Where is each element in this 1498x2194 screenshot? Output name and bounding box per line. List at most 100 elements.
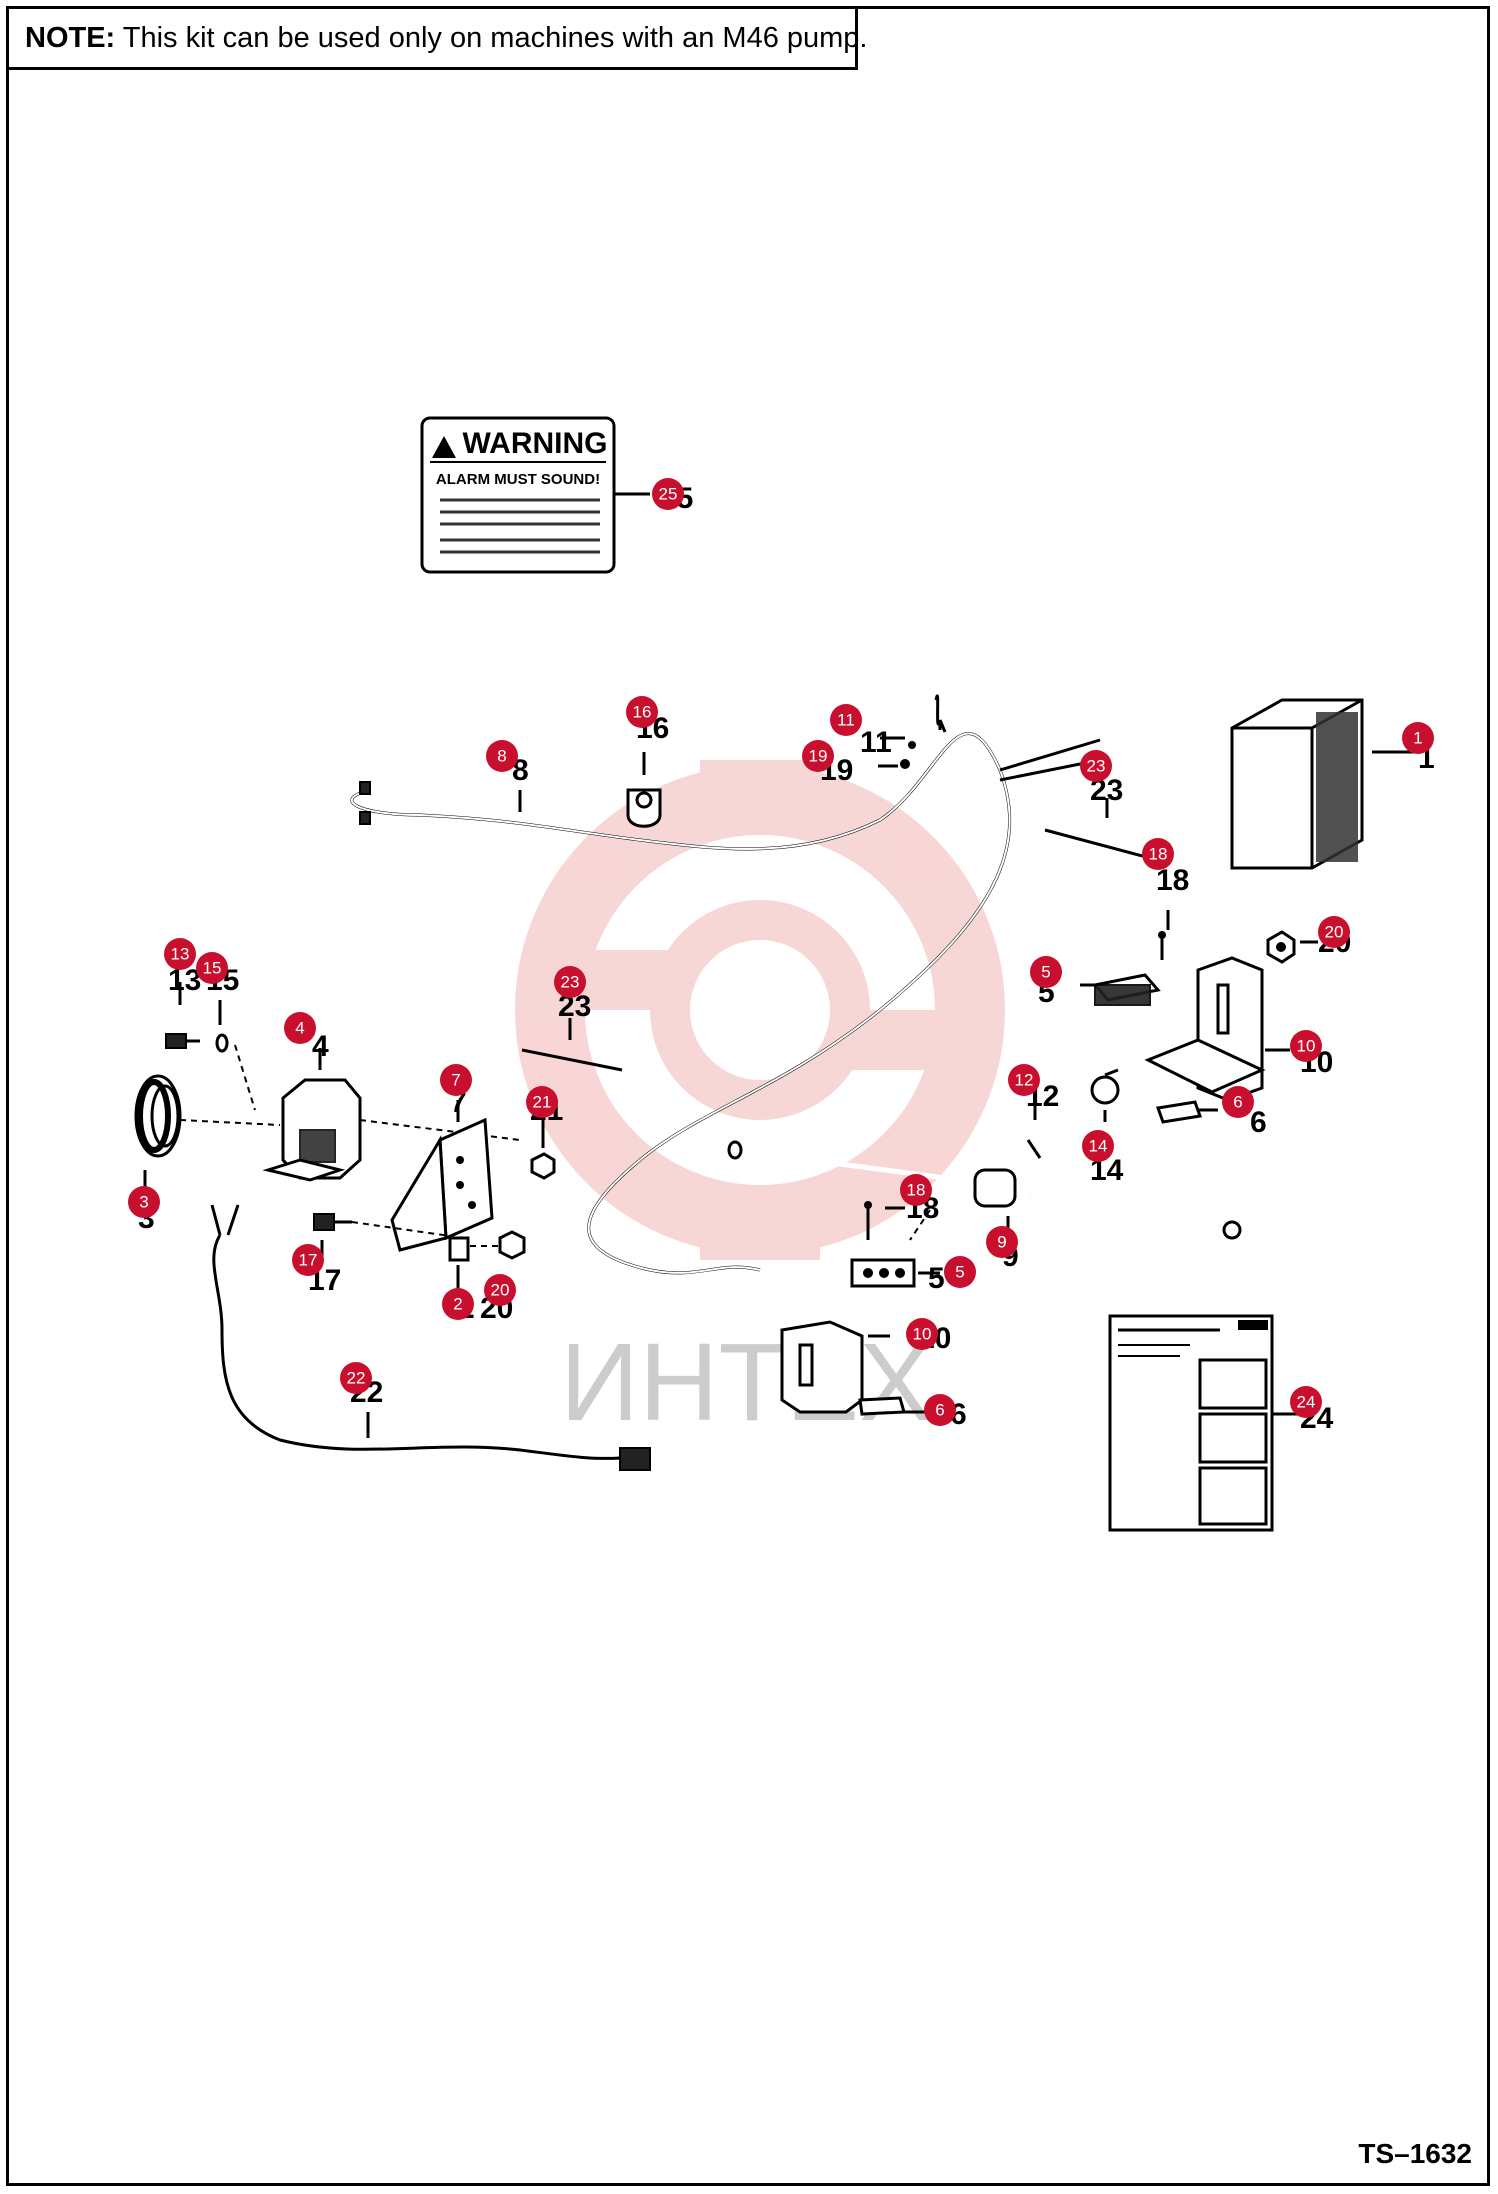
warning-decal: WARNING ALARM MUST SOUND! [420, 416, 650, 574]
svg-text:25: 25 [659, 485, 678, 504]
svg-text:15: 15 [203, 959, 222, 978]
svg-text:4: 4 [295, 1019, 304, 1038]
callout-15[interactable]: 15 [196, 952, 228, 984]
note-banner: NOTE: This kit can be used only on machi… [6, 6, 867, 70]
callout-5a[interactable]: 5 [1030, 956, 1062, 988]
note-label: NOTE: [25, 22, 116, 54]
svg-text:8: 8 [497, 747, 506, 766]
callout-8[interactable]: 8 [486, 740, 518, 772]
part-21-nut [530, 1118, 556, 1180]
decal-alarm-line: ALARM MUST SOUND! [436, 471, 600, 488]
svg-text:14: 14 [1089, 1137, 1108, 1156]
part-2-washer [448, 1236, 470, 1290]
svg-text:21: 21 [533, 1093, 552, 1112]
part-14-pin [1090, 1068, 1120, 1122]
svg-text:24: 24 [1297, 1393, 1316, 1412]
callout-6b[interactable]: 6 [924, 1394, 956, 1426]
callout-13[interactable]: 13 [164, 938, 196, 970]
svg-text:10: 10 [1297, 1037, 1316, 1056]
svg-text:4: 4 [312, 1030, 329, 1063]
svg-text:5: 5 [1041, 963, 1050, 982]
svg-text:18: 18 [907, 1181, 926, 1200]
callout-23b[interactable]: 23 [554, 966, 586, 998]
part-24-instructions [1108, 1314, 1300, 1532]
callout-12[interactable]: 12 [1008, 1064, 1040, 1096]
svg-text:20: 20 [491, 1281, 510, 1300]
svg-text:19: 19 [809, 747, 828, 766]
svg-text:3: 3 [139, 1193, 148, 1212]
part-22-alarm-harness [210, 1204, 651, 1471]
svg-text:20: 20 [1325, 923, 1344, 942]
part-10-bracket-a [1144, 956, 1290, 1102]
svg-text:16: 16 [633, 703, 652, 722]
callout-21[interactable]: 21 [526, 1086, 558, 1118]
part-5-switch-a [1080, 973, 1161, 1006]
callout-2[interactable]: 2 [442, 1288, 474, 1320]
svg-text:18: 18 [1149, 845, 1168, 864]
svg-text:9: 9 [997, 1233, 1006, 1252]
part-10-bracket-b [780, 1320, 890, 1414]
svg-text:5: 5 [955, 1263, 964, 1282]
part-6-shim-b [858, 1396, 925, 1416]
part-9-rod-assembly [727, 1140, 1242, 1241]
callout-7[interactable]: 7 [440, 1064, 472, 1096]
callout-19[interactable]: 19 [802, 740, 834, 772]
printed-part-numbers: 1 2 3 4 5 5 6 6 7 8 9 10 10 11 12 13 14 … [138, 482, 1435, 1435]
watermark-gear [515, 760, 1005, 1260]
part-23-tie-strap-a [1044, 798, 1151, 860]
decal-heading: WARNING [463, 427, 608, 460]
svg-text:13: 13 [168, 964, 201, 997]
svg-text:10: 10 [913, 1325, 932, 1344]
part-6-shim-a [1155, 1100, 1218, 1124]
svg-text:6: 6 [935, 1401, 944, 1420]
part-17-bolt [313, 1213, 451, 1262]
svg-text:22: 22 [347, 1369, 366, 1388]
callout-18b[interactable]: 18 [900, 1174, 932, 1206]
callout-18a[interactable]: 18 [1142, 838, 1174, 870]
svg-text:23: 23 [561, 973, 580, 992]
callout-24[interactable]: 24 [1290, 1386, 1322, 1418]
callout-20a[interactable]: 20 [1318, 916, 1350, 948]
callout-14[interactable]: 14 [1082, 1130, 1114, 1162]
part-4-alarm [234, 1044, 521, 1182]
callout-16[interactable]: 16 [626, 696, 658, 728]
callout-4[interactable]: 4 [284, 1012, 316, 1044]
callout-20b[interactable]: 20 [484, 1274, 516, 1306]
callout-22[interactable]: 22 [340, 1362, 372, 1394]
callout-6a[interactable]: 6 [1222, 1086, 1254, 1118]
callout-10a[interactable]: 10 [1290, 1030, 1322, 1062]
part-20-nut-a [1266, 930, 1318, 964]
callout-1[interactable]: 1 [1402, 722, 1434, 754]
note-text: This kit can be used only on machines wi… [115, 22, 868, 54]
svg-text:11: 11 [837, 711, 855, 730]
svg-text:1: 1 [1413, 729, 1422, 748]
callout-5b[interactable]: 5 [944, 1256, 976, 1288]
part-20-nut-b [470, 1230, 526, 1260]
svg-text:2: 2 [453, 1295, 462, 1314]
svg-text:12: 12 [1015, 1071, 1034, 1090]
svg-text:6: 6 [1233, 1093, 1242, 1112]
part-18-screw-b [864, 1201, 905, 1240]
part-1-box [1230, 698, 1420, 870]
svg-text:7: 7 [451, 1071, 460, 1090]
callout-17[interactable]: 17 [292, 1244, 324, 1276]
part-18-screw-a [1158, 910, 1170, 960]
callout-11[interactable]: 11 [830, 704, 862, 736]
callout-3[interactable]: 3 [128, 1186, 160, 1218]
part-7-plate [390, 1100, 494, 1252]
part-3-grommet [134, 1074, 281, 1200]
watermark-text: ИНТЕХ [560, 1321, 932, 1444]
part-11-19-hardware [878, 719, 947, 769]
document-id: TS–1632 [1358, 2138, 1472, 2169]
callout-10b[interactable]: 10 [906, 1318, 938, 1350]
callout-25[interactable]: 25 [652, 478, 684, 510]
callout-23a[interactable]: 23 [1080, 750, 1112, 782]
svg-text:23: 23 [1087, 757, 1106, 776]
part-8-harness [350, 694, 1101, 1275]
svg-text:11: 11 [860, 726, 892, 759]
svg-text:6: 6 [1250, 1106, 1267, 1139]
part-16-clip [626, 752, 662, 828]
callout-9[interactable]: 9 [986, 1226, 1018, 1258]
part-5-switch-b [850, 1258, 940, 1288]
